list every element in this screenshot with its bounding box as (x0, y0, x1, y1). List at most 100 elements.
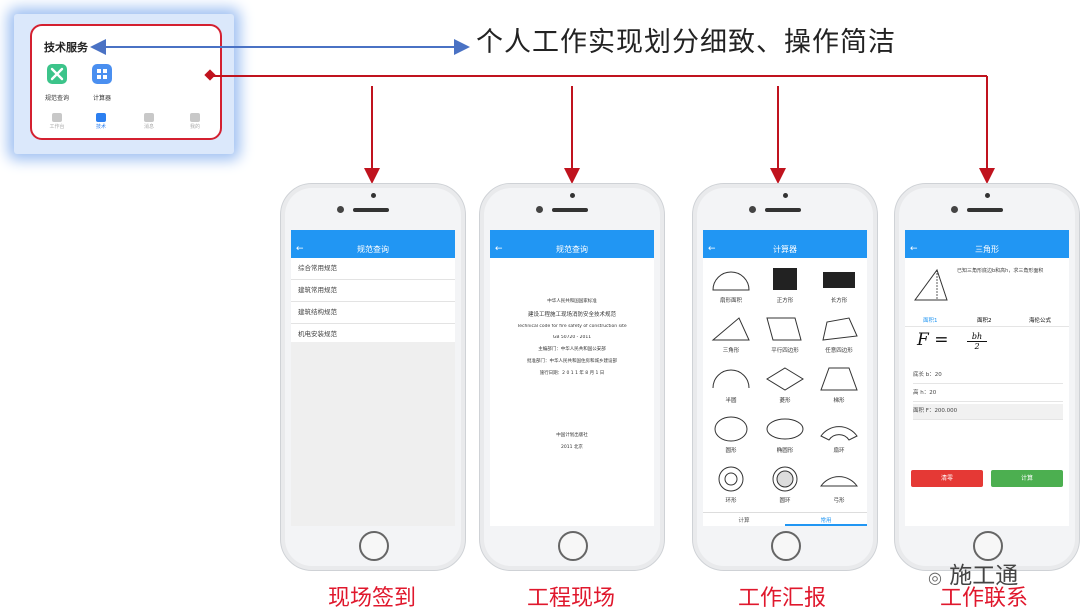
shape-label: 圆形 (725, 448, 737, 454)
tab-tech[interactable]: 技术 (86, 110, 116, 130)
wechat-icon: ◎ (928, 568, 942, 587)
camera (337, 206, 344, 213)
status-bar (905, 230, 1069, 241)
doc-line: GB 50720 - 2011 (552, 335, 592, 340)
document-page: 中华人民共和国国家标准 建设工程施工现场消防安全技术规范 Technical c… (504, 292, 640, 456)
phone-triangle: ← 三角形 已知三角形底边b和高h，求三角形面积 面积1 面积2 海伦公式 F … (894, 183, 1080, 571)
list-item[interactable]: 建筑结构规范 (291, 302, 455, 324)
tab-area-1[interactable]: 面积1 (923, 318, 938, 324)
tab-common[interactable]: 常用 (785, 516, 867, 526)
doc-line: 2011 北京 (561, 445, 583, 450)
doc-line: 中国计划出版社 (556, 433, 588, 438)
shape-label: 菱形 (779, 398, 791, 404)
sensor-dot (371, 193, 376, 198)
height-field[interactable]: 高 h：20 (913, 386, 1063, 402)
shape-label: 扇环 (833, 448, 845, 454)
shape-cell[interactable]: 弓形 (812, 460, 866, 518)
shape-label: 弓形 (833, 498, 845, 504)
page-title: 规范查询 (556, 245, 588, 254)
sensor-dot (570, 193, 575, 198)
shape-cell[interactable]: 三角形 (704, 310, 758, 368)
shape-icon (773, 268, 797, 290)
shape-label: 椭圆形 (776, 448, 794, 454)
list-item[interactable]: 建筑常用规范 (291, 280, 455, 302)
doc-line: 主编部门：中华人民共和国公安部 (538, 347, 606, 352)
shape-cell[interactable]: 环形 (704, 460, 758, 518)
field-label: 高 h (913, 390, 924, 396)
formula: F = (917, 330, 949, 350)
speaker (552, 208, 588, 212)
tech-service-title: 技术服务 (44, 41, 88, 54)
back-arrow-icon[interactable]: ← (910, 244, 918, 254)
caption-4: 工作联系 (939, 586, 1028, 611)
camera (536, 206, 543, 213)
screen: ← 计算器 扇形面积正方形 长方形三角形平行四边形 任意四边形半圆 菱形 梯形圆形 椭圆形… (703, 230, 867, 526)
back-arrow-icon[interactable]: ← (296, 244, 304, 254)
calculator-icon (92, 64, 112, 84)
shape-cell[interactable]: 正方形 (758, 260, 812, 318)
caption-1: 现场签到 (327, 586, 416, 611)
shape-label: 环形 (725, 498, 737, 504)
page-title: 三角形 (975, 245, 999, 254)
sensor-dot (783, 193, 788, 198)
screen: ← 三角形 已知三角形底边b和高h，求三角形面积 面积1 面积2 海伦公式 F … (905, 230, 1069, 526)
app-calculator-label: 计算器 (92, 95, 111, 102)
shape-icon (820, 476, 858, 487)
shape-cell[interactable]: 长方形 (812, 260, 866, 318)
shape-label: 正方形 (776, 298, 794, 304)
shape-cell[interactable]: 圆环 (758, 460, 812, 518)
back-arrow-icon[interactable]: ← (495, 244, 503, 254)
tab-heron[interactable]: 海伦公式 (1029, 318, 1052, 324)
sensor-dot (985, 193, 990, 198)
shape-label: 长方形 (830, 298, 848, 304)
shape-cell[interactable]: 半圆 (704, 360, 758, 418)
shape-cell[interactable]: 任意四边形 (812, 310, 866, 368)
shape-label: 平行四边形 (771, 348, 799, 354)
shape-icon (823, 272, 855, 288)
shape-label: 半圆 (725, 398, 737, 404)
page-title: 计算器 (773, 245, 797, 254)
home-button[interactable] (359, 531, 389, 561)
doc-line: 施行日期：2 0 1 1 年 8 月 1 日 (539, 371, 605, 376)
reset-button[interactable]: 清零 (911, 470, 983, 487)
inset-tab-bar: 工作台 技术 消息 我的 (30, 110, 220, 136)
camera (951, 206, 958, 213)
list-item[interactable]: 综合常用规范 (291, 258, 455, 280)
workbench-icon (52, 113, 62, 122)
back-arrow-icon[interactable]: ← (708, 244, 716, 254)
shape-cell[interactable]: 平行四边形 (758, 310, 812, 368)
shape-icon (711, 317, 750, 341)
camera (749, 206, 756, 213)
shape-label: 任意四边形 (825, 348, 853, 354)
status-bar (703, 230, 867, 241)
fraction-numerator: bh (967, 332, 987, 342)
tab-mine[interactable]: 我的 (180, 110, 210, 130)
tab-calc[interactable]: 计算 (738, 518, 750, 524)
home-button[interactable] (973, 531, 1003, 561)
triangle-diagram-icon (914, 268, 948, 301)
base-field[interactable]: 底长 b：20 (913, 368, 1063, 384)
tab-area-2[interactable]: 面积2 (977, 318, 992, 324)
screen: ← 规范查询 中华人民共和国国家标准 建设工程施工现场消防安全技术规范 Tech… (490, 230, 654, 526)
shape-cell[interactable]: 扇形面积 (704, 260, 758, 318)
app-calculator[interactable] (92, 64, 112, 84)
tab-workbench[interactable]: 工作台 (42, 110, 72, 130)
shape-icon (820, 367, 858, 391)
shape-cell[interactable]: 菱形 (758, 360, 812, 418)
app-spec-query[interactable] (47, 64, 67, 84)
shape-cell[interactable]: 梯形 (812, 360, 866, 418)
shape-icon (822, 317, 858, 341)
shape-cell[interactable]: 椭圆形 (758, 410, 812, 468)
doc-line: 中华人民共和国国家标准 (547, 299, 597, 304)
home-button[interactable] (558, 531, 588, 561)
calculate-button[interactable]: 计算 (991, 470, 1063, 487)
shape-cell[interactable]: 圆形 (704, 410, 758, 468)
field-value: 200.000 (934, 408, 958, 414)
home-button[interactable] (771, 531, 801, 561)
shape-cell[interactable]: 扇环 (812, 410, 866, 468)
phone-calculator: ← 计算器 扇形面积正方形 长方形三角形平行四边形 任意四边形半圆 菱形 梯形圆形 椭圆形… (692, 183, 878, 571)
tab-messages[interactable]: 消息 (134, 110, 164, 130)
doc-line: 批准部门：中华人民共和国住房和城乡建设部 (527, 359, 617, 364)
phone-specs: ← 规范查询 综合常用规范 建筑常用规范 建筑结构规范 机电安装规范 (280, 183, 466, 571)
